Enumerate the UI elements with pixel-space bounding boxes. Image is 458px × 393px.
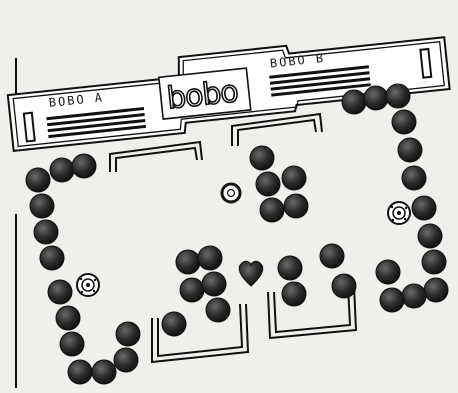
ball <box>180 278 204 302</box>
ball <box>176 250 200 274</box>
ball <box>332 274 356 298</box>
ball <box>26 168 50 192</box>
ball <box>34 220 58 244</box>
heart-icon <box>239 261 263 286</box>
ball <box>72 154 96 178</box>
ball <box>202 272 226 296</box>
ball <box>418 224 442 248</box>
ball <box>364 86 388 110</box>
ball <box>278 256 302 280</box>
ring-icon <box>222 184 240 202</box>
ball <box>116 322 140 346</box>
ball <box>392 110 416 134</box>
ball <box>386 84 410 108</box>
ball <box>114 348 138 372</box>
ball <box>342 90 366 114</box>
ball <box>92 360 116 384</box>
bumper-right <box>388 202 410 224</box>
ball <box>402 284 426 308</box>
ball <box>320 244 344 268</box>
slot-left <box>24 113 35 142</box>
ball <box>50 158 74 182</box>
ball <box>40 246 64 270</box>
bobo-logo: bobo <box>165 74 239 116</box>
ball <box>56 306 80 330</box>
ball <box>162 312 186 336</box>
ball <box>198 246 222 270</box>
goal-top-left <box>110 142 202 172</box>
ball <box>282 282 306 306</box>
bumper-left <box>77 274 99 296</box>
ball <box>422 250 446 274</box>
ball <box>284 194 308 218</box>
ball <box>376 260 400 284</box>
ball <box>30 194 54 218</box>
ball <box>68 360 92 384</box>
ball <box>380 288 404 312</box>
ball <box>424 278 448 302</box>
ball <box>250 146 274 170</box>
goal-top-right <box>232 114 322 146</box>
ball <box>260 198 284 222</box>
ball <box>398 138 422 162</box>
ball <box>402 166 426 190</box>
slot-right <box>420 49 431 78</box>
ball <box>256 172 280 196</box>
ball <box>48 280 72 304</box>
ball <box>282 166 306 190</box>
ball <box>412 196 436 220</box>
ball <box>206 298 230 322</box>
ball <box>60 332 84 356</box>
